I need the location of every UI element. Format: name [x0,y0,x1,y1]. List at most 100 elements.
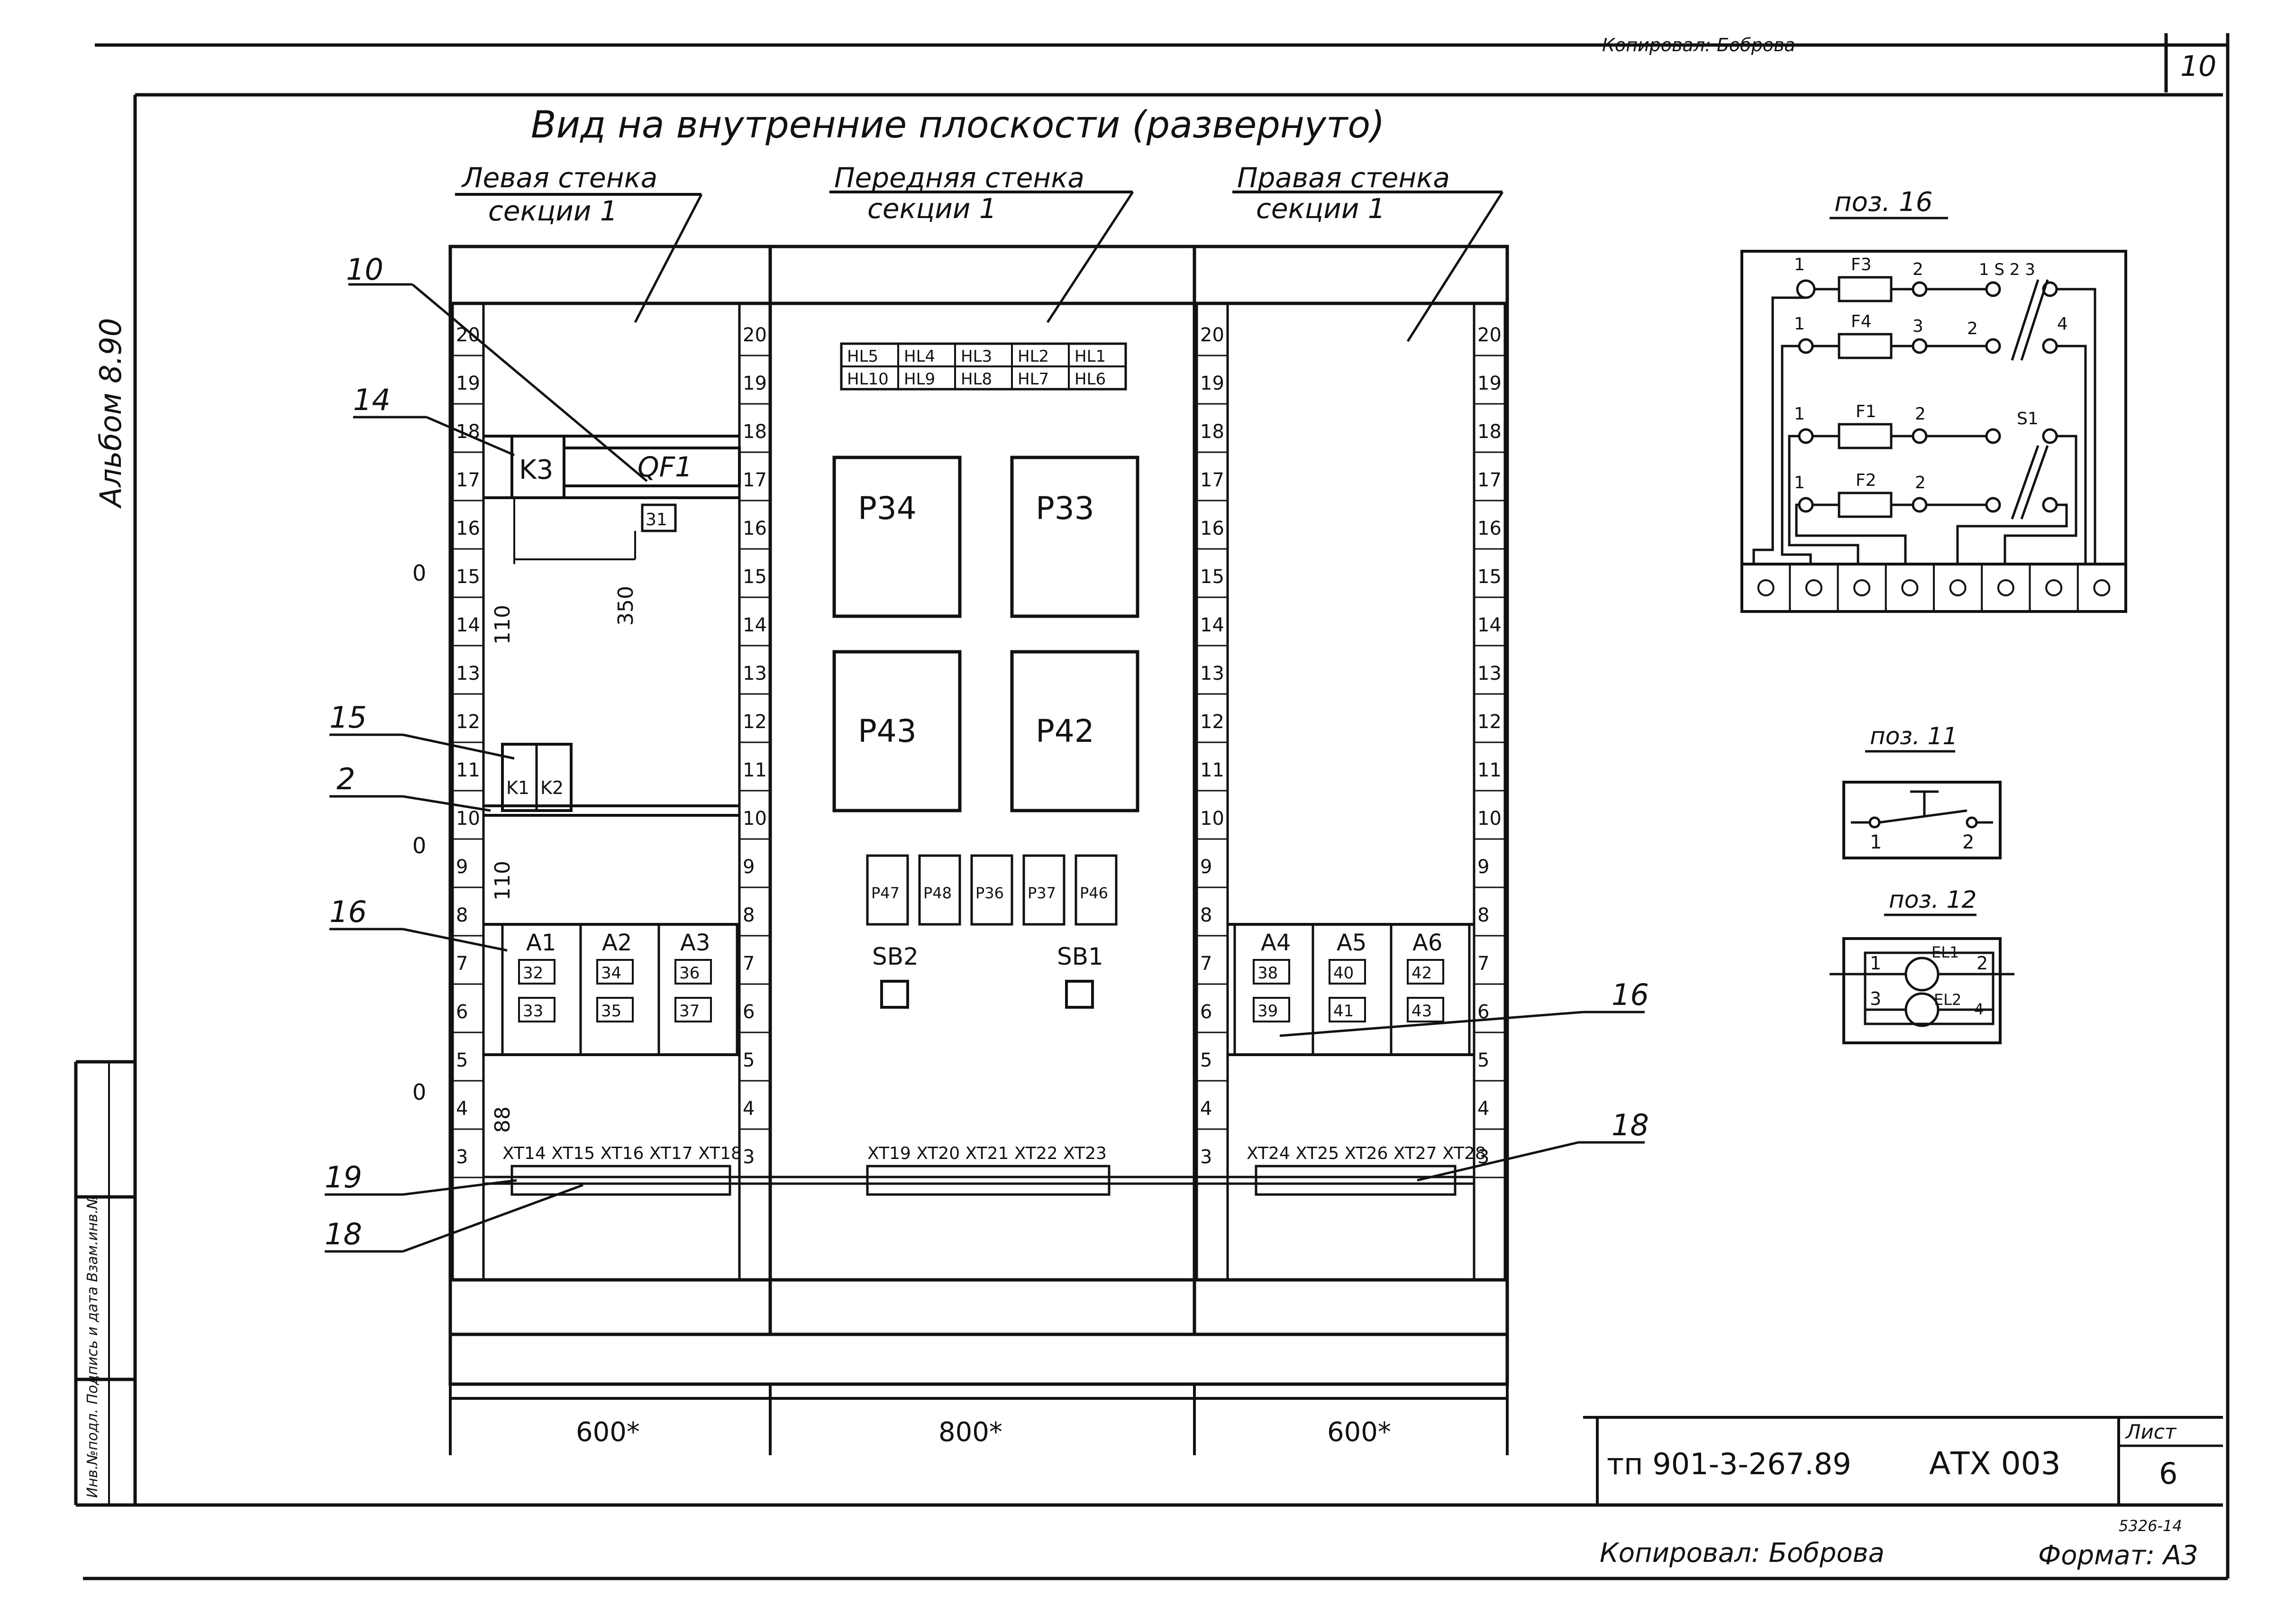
rail-number: 5 [1477,1049,1489,1071]
svg-text:2: 2 [1915,473,1926,493]
sheet-page-number: 10 [2180,50,2216,83]
tag-36: 36 [679,964,700,983]
rail-number: 13 [743,663,767,684]
tag-39: 39 [1257,1002,1278,1021]
rail-number: 18 [1477,421,1502,443]
rail-number: 16 [456,518,480,539]
document-code: тп 901-3-267.89 [1607,1447,1851,1481]
front-wall-heading: Передняя стенка секции 1 [829,162,1134,323]
module-a6-label: A6 [1412,930,1442,956]
svg-text:F4: F4 [1851,312,1872,331]
indicator-lamp-hl9: HL9 [904,370,935,389]
svg-text:2: 2 [1915,404,1926,424]
svg-text:S1: S1 [2017,409,2039,429]
left-wall-devices: K3 QF1 31 110 350 0 K1 K2 110 0 A1 32 33… [412,435,741,1133]
svg-text:1: 1 [1870,831,1882,853]
rail-number: 13 [1477,663,1502,684]
dim-350: 350 [614,586,638,626]
svg-text:секции 1: секции 1 [867,192,997,225]
callout-10: 10 [346,252,383,287]
terminals-right: XT24 XT25 XT26 XT27 XT28 [1247,1144,1486,1163]
svg-text:4: 4 [2057,314,2068,334]
relay-k2-label: K2 [540,777,564,798]
rail-number: 8 [456,904,468,926]
callouts [325,283,1645,1253]
tag-38: 38 [1257,964,1278,983]
small-relay-p46: P46 [1080,884,1108,902]
callout-18-right: 18 [1612,1108,1649,1142]
width-dimensions: 600* 800* 600* [449,1384,1509,1455]
callout-16-right: 16 [1612,977,1649,1012]
svg-text:F1: F1 [1856,402,1876,421]
relay-k1-label: K1 [506,777,529,798]
svg-text:1: 1 [1794,473,1805,493]
rail-number: 20 [1477,324,1502,346]
rail-number: 20 [1200,324,1224,346]
rail-number: 13 [456,663,480,684]
indicator-lamp-hl3: HL3 [961,347,992,366]
svg-text:1 S 2 3: 1 S 2 3 [1979,260,2035,279]
rail-number: 8 [1477,904,1489,926]
terminal-circle [1901,579,1919,596]
svg-text:F2: F2 [1856,471,1876,490]
terminal-circle [1949,579,1967,596]
tag-34: 34 [601,964,621,983]
indicator-lamp-hl4: HL4 [904,347,935,366]
svg-text:секции 1: секции 1 [1256,192,1385,225]
button-sb1-symbol [1065,980,1094,1009]
tag-40: 40 [1333,964,1354,983]
rail-number: 15 [1200,566,1224,588]
rail-number: 19 [456,373,480,394]
rail-number: 19 [1200,373,1224,394]
terminals-left: XT14 XT15 XT16 XT17 XT18 [502,1144,742,1163]
rail-number: 19 [743,373,767,394]
rail-number: 10 [456,808,480,830]
svg-text:Передняя стенка: Передняя стенка [834,162,1084,194]
callout-2: 2 [337,762,355,796]
svg-text:поз. 16: поз. 16 [1834,187,1933,218]
format-label: Формат: А3 [2038,1540,2198,1571]
indicator-lamp-hl5: HL5 [847,347,878,366]
rail-number: 17 [743,469,767,491]
terminal-circle [2093,579,2111,596]
tag-43: 43 [1412,1002,1432,1021]
dim-110-top: 110 [491,605,515,645]
callout-15: 15 [329,700,367,735]
module-a4-label: A4 [1261,930,1291,956]
svg-text:Правая стенка: Правая стенка [1237,162,1450,194]
module-a1-label: A1 [526,930,556,956]
width-front: 800* [938,1417,1002,1448]
dim-zero-3: 0 [412,1079,426,1105]
rail-number: 9 [456,856,468,878]
tag-33: 33 [523,1002,543,1021]
rail-number: 14 [1200,614,1224,636]
rail-number: 7 [743,953,755,975]
detail-pos-12: поз. 12 1 EL1 2 3 EL2 4 [1830,886,2014,1044]
detail-pos-16: поз. 16 1 F3 2 1 S 2 3 1 [1740,187,2127,613]
side-stamp-label: Инв.№подл. Подпись и дата Взам.инв.№ [84,1195,101,1498]
dim-88: 88 [491,1106,515,1133]
rail-number: 4 [1477,1098,1489,1120]
rail-number: 3 [743,1146,755,1168]
rail-number: 5 [743,1049,755,1071]
rail-strips [451,302,1506,1281]
rail-number: 5 [1200,1049,1212,1071]
terminal-circle [1805,579,1822,596]
width-left: 600* [576,1417,640,1448]
small-relay-p36: P36 [975,884,1004,902]
indicator-lamp-hl1: HL1 [1075,347,1106,366]
module-a2-label: A2 [602,930,632,956]
rail-number: 19 [1477,373,1502,394]
svg-text:2: 2 [1976,953,1988,974]
rail-number: 17 [456,469,480,491]
right-wall-devices: A4 38 39 A5 40 41 A6 42 43 [1228,923,1474,1056]
rail-number: 15 [456,566,480,588]
rail-number: 7 [456,953,468,975]
left-wall-heading: Левая стенка секции 1 [455,162,703,323]
sheet-label: Лист [2125,1420,2177,1443]
small-relay-p37: P37 [1028,884,1056,902]
callout-14: 14 [353,383,391,417]
